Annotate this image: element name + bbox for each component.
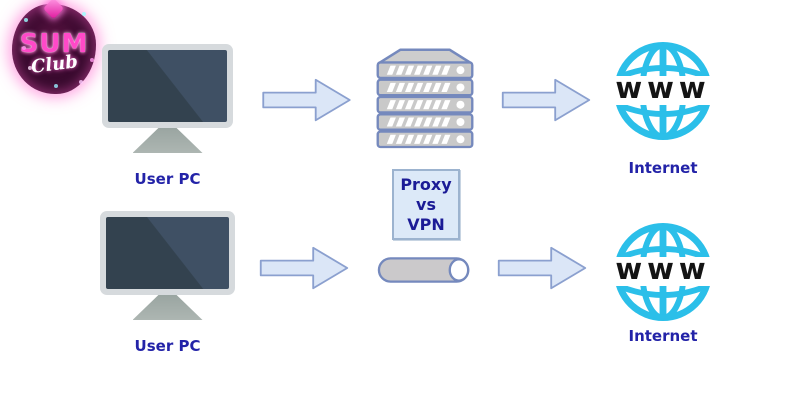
arrow-right-icon [490, 77, 602, 123]
monitor-frame [102, 44, 233, 128]
logo-title: SUM [19, 29, 89, 59]
internet-globe-icon: www [602, 221, 724, 323]
proxy-vs-vpn-box: Proxy vs VPN [392, 169, 460, 240]
monitor-stand [132, 128, 203, 153]
monitor-stand [132, 295, 203, 320]
www-label: www [602, 74, 724, 105]
logo-subtitle: Club [29, 51, 79, 78]
monitor-screen [106, 217, 229, 289]
arrow-right-icon [490, 245, 594, 291]
internet-label: Internet [628, 159, 698, 177]
monitor-screen [108, 50, 227, 122]
internet-globe-icon: www [602, 40, 724, 142]
vpn-tunnel-icon [377, 256, 474, 284]
user-pc-monitor: User PC [100, 211, 235, 355]
vs-box-line: VPN [407, 214, 445, 234]
arrow-right-icon [255, 245, 353, 291]
gem-icon [42, 0, 65, 20]
arrow-right-icon [258, 77, 355, 123]
user-pc-label: User PC [134, 337, 201, 355]
vs-box-line: Proxy [400, 174, 452, 194]
user-pc-monitor: User PC [102, 44, 233, 188]
vs-box-line: vs [416, 194, 436, 214]
user-pc-label: User PC [134, 170, 201, 188]
monitor-frame [100, 211, 235, 295]
internet-label: Internet [628, 327, 698, 345]
sum-club-logo: SUM Club [12, 0, 96, 94]
www-label: www [602, 255, 724, 286]
proxy-server-icon [375, 44, 475, 150]
